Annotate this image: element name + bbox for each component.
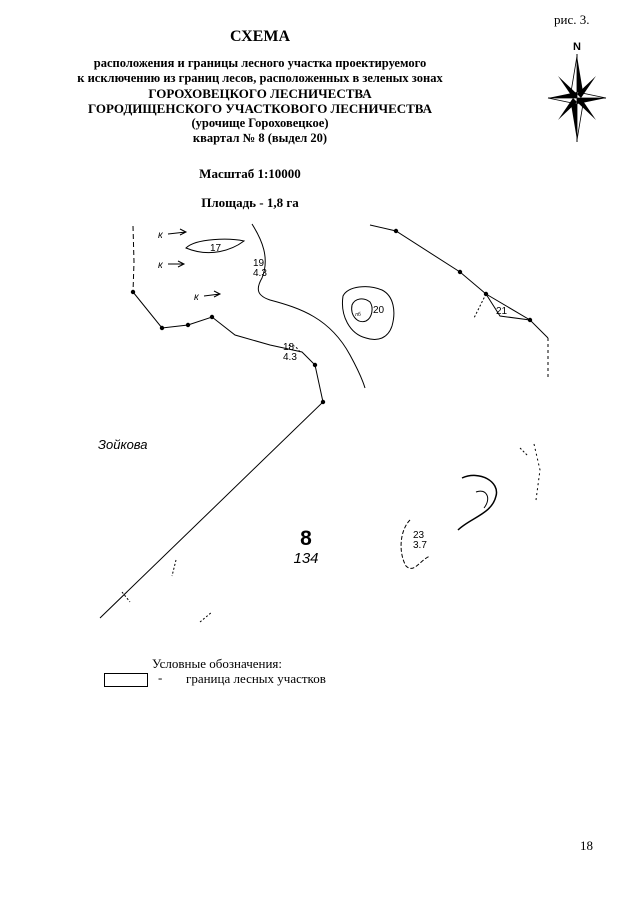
plot-boundary-21 bbox=[473, 293, 487, 319]
vertex bbox=[320, 399, 326, 405]
legend-item: граница лесных участков bbox=[186, 671, 326, 686]
road-line bbox=[369, 224, 549, 339]
plot-label-23-number: 23 bbox=[413, 530, 425, 541]
stream-line-2 bbox=[475, 490, 489, 509]
plot-area: Площадь - 1,8 га bbox=[201, 195, 299, 210]
legend-dash: - bbox=[158, 670, 163, 685]
title-line-4: ГОРОДИЩЕНСКОГО УЧАСТКОВОГО ЛЕСНИЧЕСТВА bbox=[87, 101, 433, 116]
quarter-boundary bbox=[99, 291, 324, 619]
vertex bbox=[312, 362, 318, 368]
quarter-area: 134 bbox=[293, 550, 318, 567]
map-scale: Масштаб 1:10000 bbox=[199, 166, 301, 181]
plot-label-20-small: лб bbox=[355, 312, 361, 318]
plot-label-18-number: 18 bbox=[283, 342, 295, 353]
arrow-2 bbox=[168, 260, 186, 268]
compass-rose-icon: N bbox=[547, 41, 607, 142]
plot-label-21: 21 bbox=[496, 306, 508, 317]
vertex bbox=[209, 314, 215, 320]
vertex bbox=[159, 325, 165, 331]
title-line-2: к исключению из границ лесов, расположен… bbox=[77, 71, 443, 85]
plot-label-18-value: 4.3 bbox=[283, 352, 297, 363]
settlement-label: Зойкова bbox=[98, 437, 148, 452]
vertex bbox=[527, 317, 533, 323]
legend-title: Условные обозначения: bbox=[152, 656, 283, 671]
forest-map: к к к 17 19 4.3 20 лб 21 18 4.3 23 3.7 З… bbox=[98, 223, 549, 623]
plot-boundary-21b bbox=[485, 293, 531, 321]
plot-label-19-value: 4.3 bbox=[253, 268, 267, 279]
title-line-5: (урочище Гороховецкое) bbox=[191, 116, 329, 130]
quarter-boundary-dashed bbox=[132, 225, 135, 293]
vertex bbox=[185, 322, 191, 328]
plot-outline-20-inner bbox=[351, 298, 373, 323]
stream-line bbox=[457, 474, 498, 531]
vertex bbox=[130, 289, 136, 295]
plot-outline-17 bbox=[185, 238, 246, 254]
page-number: 18 bbox=[580, 838, 593, 853]
compass-north-label: N bbox=[573, 41, 581, 53]
plot-label-17: 17 bbox=[210, 243, 222, 254]
quarter-number: 8 bbox=[300, 527, 312, 550]
title-line-6: квартал № 8 (выдел 20) bbox=[192, 131, 328, 145]
arrow-1 bbox=[167, 228, 188, 236]
title-line-1: расположения и границы лесного участка п… bbox=[93, 56, 427, 70]
arrow-3 bbox=[203, 290, 222, 298]
figure-label: рис. 3. bbox=[554, 12, 590, 27]
plot-outline-19 bbox=[251, 223, 366, 389]
arrow-label-2: к bbox=[158, 260, 164, 271]
vertex bbox=[483, 291, 489, 297]
arrow-label-1: к bbox=[158, 230, 164, 241]
legend-swatch bbox=[104, 673, 148, 687]
plot-outline-23 bbox=[400, 519, 431, 569]
plot-label-20: 20 bbox=[373, 305, 385, 316]
document-title: СХЕМА bbox=[229, 28, 291, 45]
arrow-label-3: к bbox=[194, 292, 200, 303]
vertex bbox=[393, 228, 399, 234]
plot-label-23-value: 3.7 bbox=[413, 540, 427, 551]
plot-outline-20 bbox=[341, 286, 395, 340]
vertex bbox=[457, 269, 463, 275]
title-block: СХЕМА расположения и границы лесного уча… bbox=[40, 28, 480, 146]
title-line-3: ГОРОХОВЕЦКОГО ЛЕСНИЧЕСТВА bbox=[148, 86, 372, 101]
plot-label-19-number: 19 bbox=[253, 258, 265, 269]
